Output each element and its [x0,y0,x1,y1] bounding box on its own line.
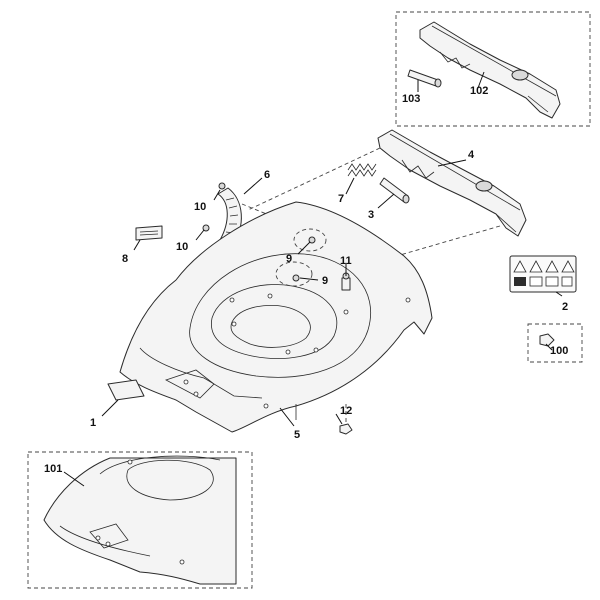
bolt-11 [341,272,351,291]
callout-3: 3 [368,209,374,221]
handle-bracket-102 [419,21,561,119]
handle-bracket-4 [377,129,527,237]
callout-10-upper: 10 [194,201,206,213]
callout-12: 12 [340,405,352,417]
detail-box-101 [27,451,253,589]
detail-box-handle-bracket [395,11,591,127]
callout-9-lower: 9 [322,275,328,287]
callout-101: 101 [44,463,62,475]
spring-7 [347,163,377,177]
callout-4: 4 [468,149,475,161]
callout-103: 103 [402,93,420,105]
warning-label-2 [509,255,577,293]
callout-7: 7 [338,193,344,205]
callout-labels: 1 2 3 4 5 6 7 8 9 9 10 10 11 12 100 101 … [44,85,568,475]
callout-6: 6 [264,169,270,181]
callout-8: 8 [122,253,128,265]
callout-2: 2 [562,301,568,313]
detail-box-100 [527,323,583,363]
pivot-9-upper [293,228,327,252]
mower-deck-5 [119,201,433,433]
leader-lines [63,159,563,487]
callout-11: 11 [340,255,352,267]
pin-103 [407,69,442,88]
nut-12 [339,423,353,435]
callout-10-lower: 10 [176,241,188,253]
callout-1: 1 [90,417,96,429]
label-8 [135,225,163,241]
screw-10-upper [218,182,226,190]
label-1 [107,379,145,401]
callout-5: 5 [294,429,300,441]
callout-9-upper: 9 [286,253,292,265]
pivot-9-lower [275,261,313,287]
pin-3 [379,177,410,204]
screw-10-lower [202,224,210,232]
callout-102: 102 [470,85,488,97]
callout-100: 100 [550,345,568,357]
